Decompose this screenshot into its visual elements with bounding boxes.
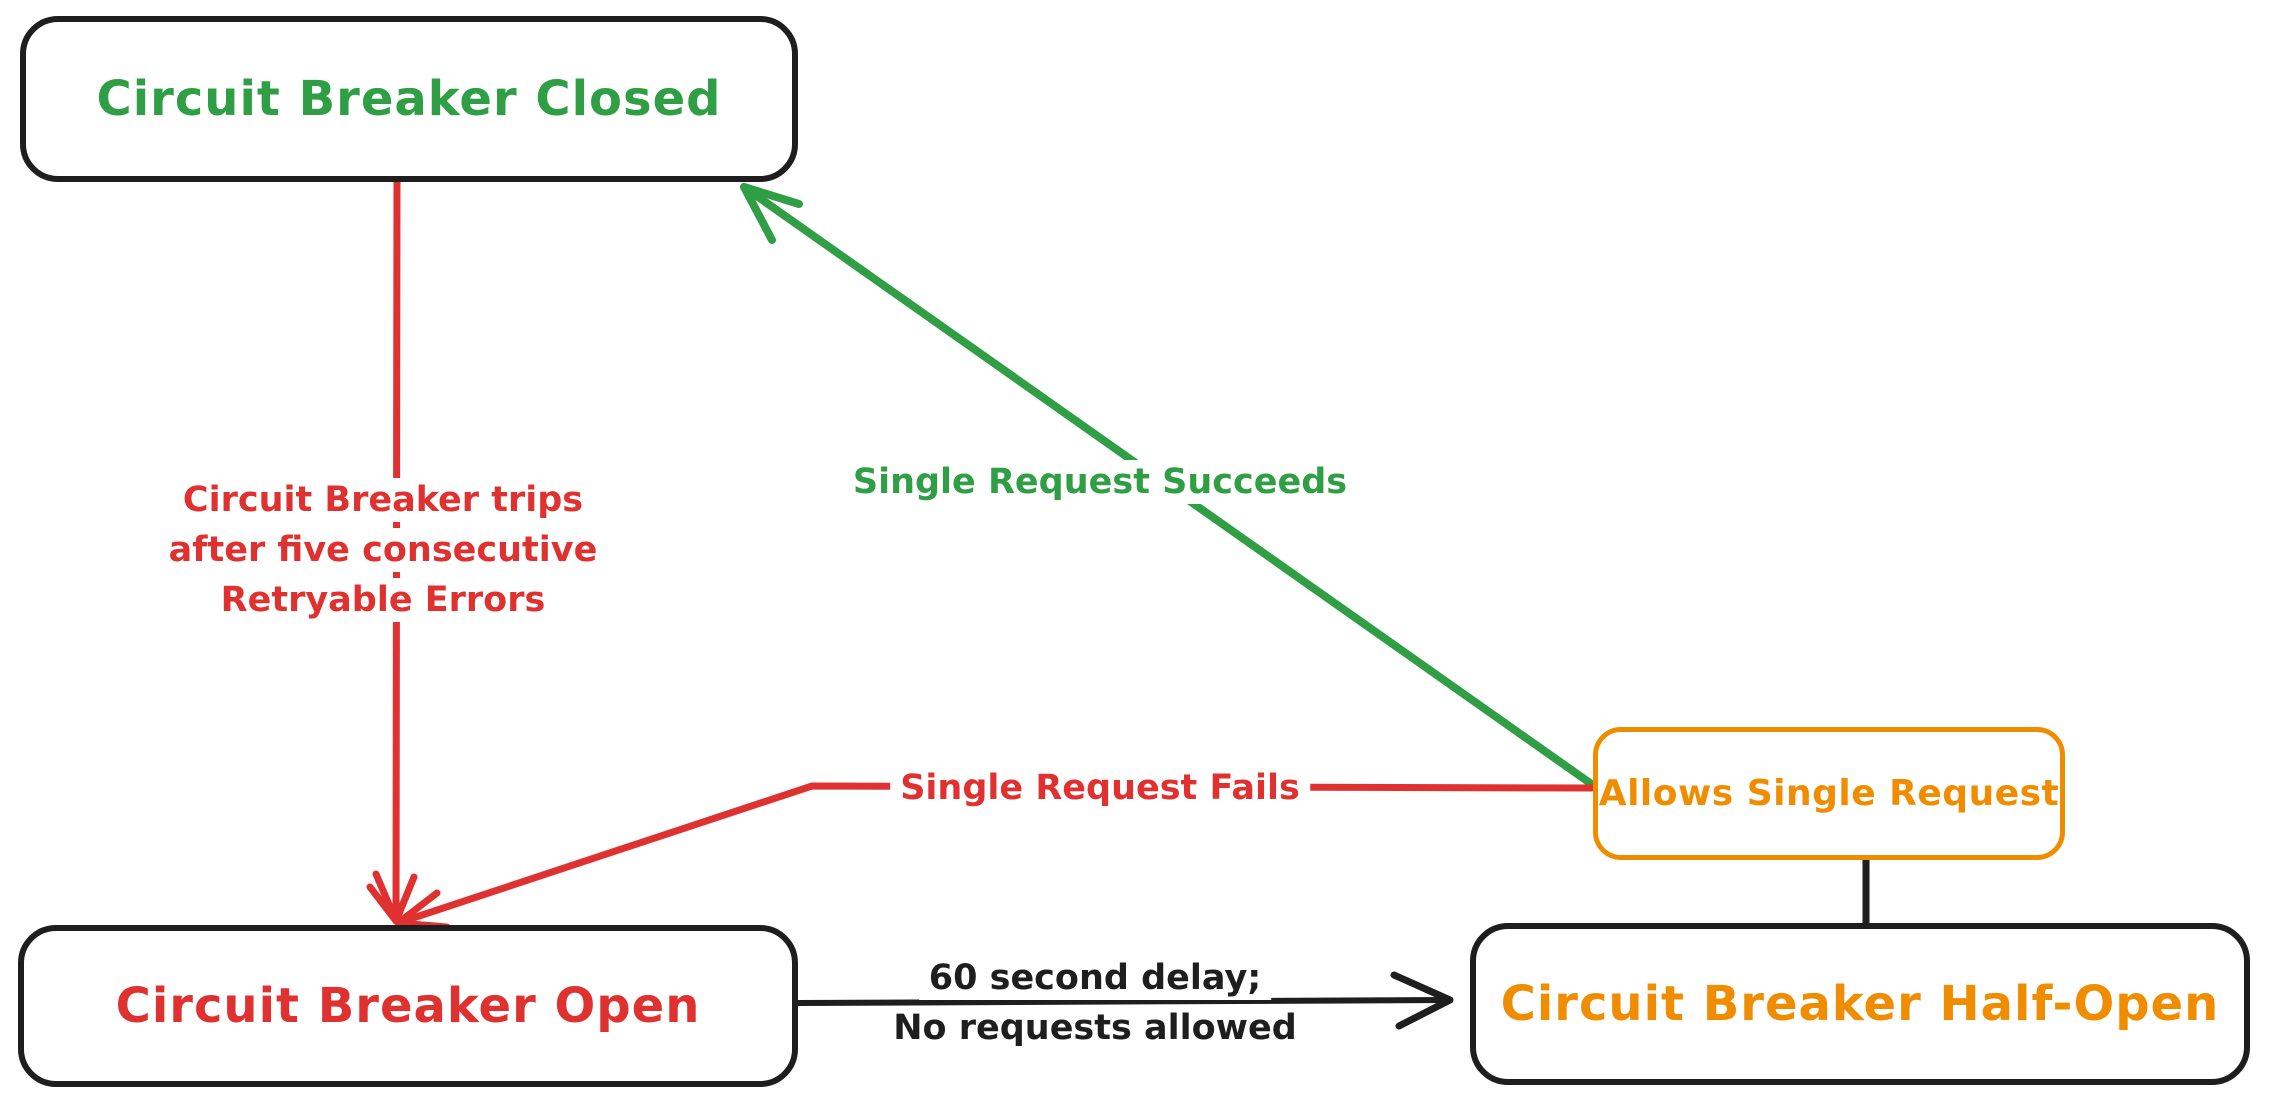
edge-label-trip: Circuit Breaker trips after five consecu… <box>158 478 608 622</box>
node-circuit-breaker-closed-label: Circuit Breaker Closed <box>96 71 722 127</box>
arrow-delay-arrowhead <box>1390 971 1454 1030</box>
edge-label-fail: Single Request Fails <box>890 766 1310 810</box>
edge-label-fail-text: Single Request Fails <box>890 766 1310 810</box>
node-circuit-breaker-closed[interactable]: Circuit Breaker Closed <box>20 16 798 182</box>
edge-label-trip-line-1: Circuit Breaker trips <box>172 478 594 522</box>
edge-label-delay: 60 second delay; No requests allowed <box>883 956 1307 1050</box>
edge-label-delay-line-1: 60 second delay; <box>918 956 1272 1000</box>
arrow-succeed-arrowhead <box>740 183 803 244</box>
node-allows-single-request[interactable]: Allows Single Request <box>1593 727 2065 860</box>
arrow-fail-shaft <box>394 782 1596 927</box>
node-allows-single-request-label: Allows Single Request <box>1598 773 2060 814</box>
edge-label-succeed: Single Request Succeeds <box>842 460 1358 504</box>
arrow-trip-arrowhead <box>366 870 418 925</box>
node-circuit-breaker-open-label: Circuit Breaker Open <box>115 978 701 1034</box>
edge-label-succeed-text: Single Request Succeeds <box>842 460 1358 504</box>
edge-label-trip-line-3: Retryable Errors <box>210 578 556 622</box>
arrow-delay[interactable] <box>795 971 1454 1030</box>
node-circuit-breaker-half-open[interactable]: Circuit Breaker Half-Open <box>1470 923 2250 1085</box>
node-circuit-breaker-half-open-label: Circuit Breaker Half-Open <box>1500 976 2220 1032</box>
node-circuit-breaker-open[interactable]: Circuit Breaker Open <box>18 925 798 1087</box>
arrow-delay-shaft <box>795 997 1453 1006</box>
edge-label-trip-line-2: after five consecutive <box>158 528 608 572</box>
edge-label-delay-line-2: No requests allowed <box>883 1006 1307 1050</box>
